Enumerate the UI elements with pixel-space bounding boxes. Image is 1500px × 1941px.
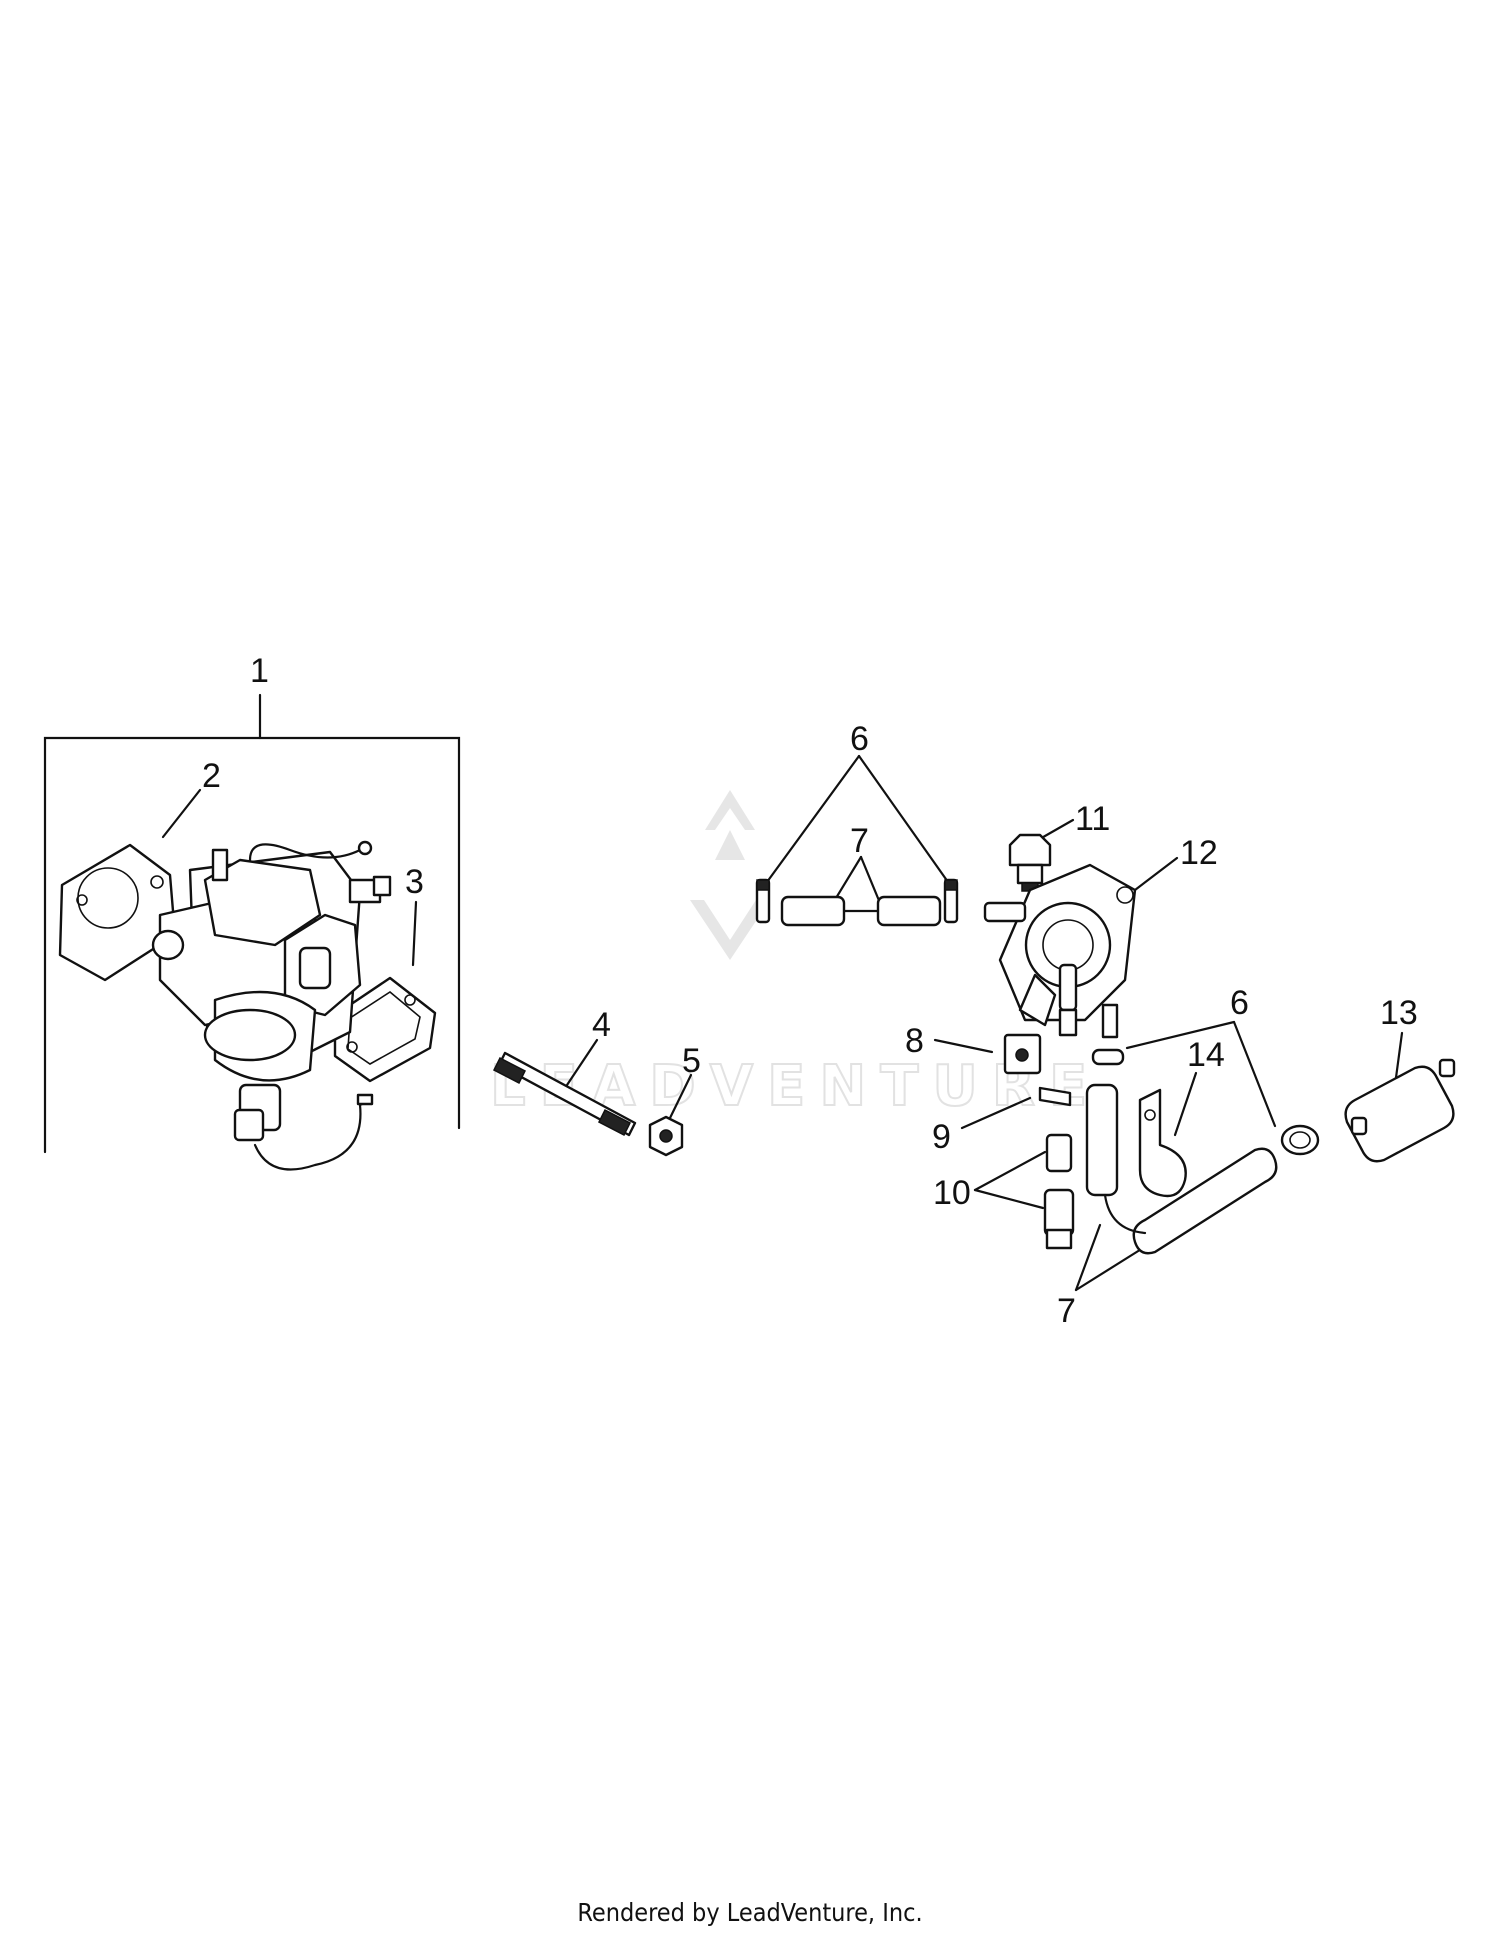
gasket-part-2 [58,843,177,982]
callout-10: 10 [933,1174,971,1212]
fuel-pump-part-12 [983,863,1137,1039]
callout-1: 1 [250,652,269,690]
block-part-8 [1003,1033,1042,1075]
fuel-filter-part-13 [1344,1058,1456,1163]
callout-6-right: 6 [1230,984,1249,1022]
callout-7-top: 7 [850,822,869,860]
clamp-part-9 [1038,1086,1072,1107]
callout-5: 5 [682,1042,701,1080]
nut-part-5 [648,1115,684,1157]
fitting-part-10-top [1045,1133,1073,1173]
bracket-part-14 [1138,1088,1187,1198]
callout-labels: 1 2 3 4 5 6 7 11 12 6 13 8 14 9 10 7 [202,652,1418,1330]
callout-13: 13 [1380,994,1418,1032]
callout-8: 8 [905,1022,924,1060]
gasket-part-3 [333,976,437,1083]
hose-part-7-top [780,895,942,927]
hose-part-7-bottom [1085,1083,1278,1255]
callout-11: 11 [1075,800,1110,838]
callout-7-bottom: 7 [1057,1292,1076,1330]
cap-part-11 [1008,833,1052,892]
clamp-part-6-band [1280,1124,1320,1156]
callout-6-top: 6 [850,720,869,758]
footer-text: Rendered by LeadVenture, Inc. [577,1898,923,1927]
callout-12: 12 [1180,834,1218,872]
clamp-part-6-left [755,878,771,924]
callout-9: 9 [932,1118,951,1156]
callout-14: 14 [1187,1036,1225,1074]
clamp-part-6-right [943,878,959,924]
fitting-part-10-bottom [1043,1188,1075,1250]
callout-4: 4 [592,1006,611,1044]
leader-lines [43,693,1404,1292]
stud-part-4 [492,1051,637,1137]
callout-2: 2 [202,757,221,795]
clamp-part-6-small [1091,1048,1125,1066]
carburetor-part-1 [151,840,392,1171]
callout-3: 3 [405,863,424,901]
